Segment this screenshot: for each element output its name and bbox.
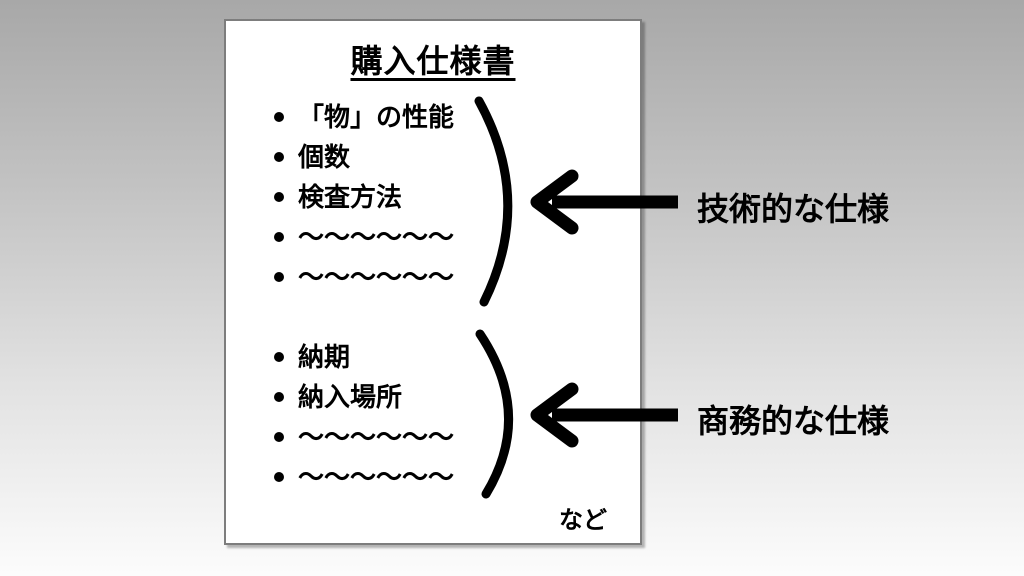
list-item: ～～～～～～ (268, 417, 498, 457)
list-item: 納期 (268, 337, 498, 377)
document-title: 購入仕様書 (350, 43, 516, 79)
list-item: ～～～～～～ (268, 457, 498, 497)
list-item: ～～～～～～ (268, 217, 498, 257)
list-item: 検査方法 (268, 177, 498, 217)
list-item: 納入場所 (268, 377, 498, 417)
list-item: ～～～～～～ (268, 257, 498, 297)
technical-spec-label: 技術的な仕様 (697, 191, 890, 227)
spec-document-card (224, 19, 642, 545)
commercial-spec-label: 商務的な仕様 (697, 403, 890, 439)
list-item: 「物」の性能 (268, 97, 498, 137)
etc-note: など (559, 507, 607, 534)
technical-items-list: 「物」の性能 個数 検査方法 ～～～～～～ ～～～～～～ (268, 97, 498, 297)
commercial-items-list: 納期 納入場所 ～～～～～～ ～～～～～～ (268, 337, 498, 497)
list-item: 個数 (268, 137, 498, 177)
